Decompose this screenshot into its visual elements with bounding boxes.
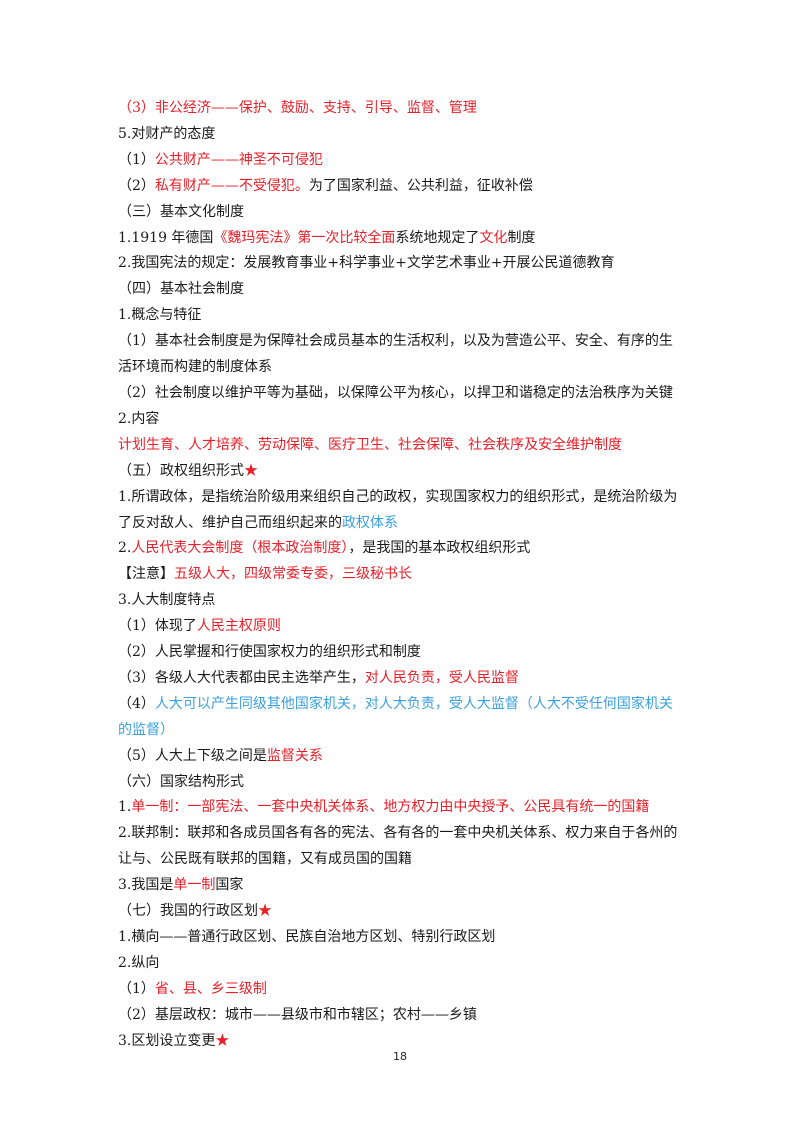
text-segment: 私有财产——不受侵犯。	[154, 177, 309, 194]
star-icon: ★	[215, 1032, 230, 1049]
text-line: （2）人民掌握和行使国家权力的组织形式和制度	[118, 640, 686, 666]
text-segment: 单一制：一部宪法、一套中央机关体系、地方权力由中央授予、公民具有统一的国籍	[131, 799, 650, 816]
text-line: 2.人民代表大会制度（根本政治制度），是我国的基本政权组织形式	[118, 536, 686, 562]
text-segment: 【注意】	[118, 566, 174, 583]
text-line: 5.对财产的态度	[118, 122, 686, 148]
text-segment: 1.	[118, 799, 132, 816]
text-line: 计划生育、人才培养、劳动保障、医疗卫生、社会保障、社会秩序及安全维护制度	[118, 433, 686, 459]
text-segment: （1）	[118, 151, 155, 168]
text-segment: （1）基本社会制度是为保障社会成员基本的生活权利，以及为营造公平、安全、有序的生…	[118, 333, 673, 376]
text-line: （1）省、县、乡三级制	[118, 977, 686, 1003]
text-line: （2）基层政权：城市——县级市和市辖区；农村——乡镇	[118, 1003, 686, 1029]
text-segment: （五）政权组织形式	[118, 462, 244, 479]
text-segment: 5.对财产的态度	[118, 125, 216, 142]
text-segment: 2.联邦制：联邦和各成员国各有各的宪法、各有各的一套中央机关体系、权力来自于各州…	[118, 825, 678, 868]
text-segment: 1.所谓政体，是指统治阶级用来组织自己的政权，实现国家权力的组织形式，是统治阶级…	[118, 488, 678, 531]
text-segment: 1.1919 年德国	[118, 229, 214, 246]
text-segment: （2）	[118, 177, 155, 194]
text-line: （1）基本社会制度是为保障社会成员基本的生活权利，以及为营造公平、安全、有序的生…	[118, 329, 686, 381]
text-segment: 3.人大制度特点	[118, 592, 216, 609]
text-line: 3.我国是单一制国家	[118, 873, 686, 899]
text-line: （三）基本文化制度	[118, 200, 686, 226]
text-line: 1.所谓政体，是指统治阶级用来组织自己的政权，实现国家权力的组织形式，是统治阶级…	[118, 485, 686, 537]
text-line: 3.区划设立变更★	[118, 1029, 686, 1055]
text-line: （3）非公经济——保护、鼓励、支持、引导、监督、管理	[118, 96, 686, 122]
text-line: 2.内容	[118, 407, 686, 433]
text-segment: 2.内容	[118, 410, 160, 427]
text-segment: 省、县、乡三级制	[154, 980, 267, 997]
text-segment: 监督关系	[266, 747, 323, 764]
text-line: 1.1919 年德国《魏玛宪法》第一次比较全面系统地规定了文化制度	[118, 226, 686, 252]
text-line: （2）社会制度以维护平等为基础，以保障公平为核心，以捍卫和谐稳定的法治秩序为关键	[118, 381, 686, 407]
text-segment: 公共财产——神圣不可侵犯	[154, 151, 323, 168]
text-segment: 1.概念与特征	[118, 307, 202, 324]
text-line: （七）我国的行政区划★	[118, 899, 686, 925]
text-segment: 单一制	[173, 877, 216, 894]
text-segment: （2）社会制度以维护平等为基础，以保障公平为核心，以捍卫和谐稳定的法治秩序为关键	[118, 384, 673, 401]
text-line: 2.联邦制：联邦和各成员国各有各的宪法、各有各的一套中央机关体系、权力来自于各州…	[118, 821, 686, 873]
text-segment: （四）基本社会制度	[118, 281, 244, 298]
text-line: （4）人大可以产生同级其他国家机关，对人大负责，受人大监督（人大不受任何国家机关…	[118, 692, 686, 744]
text-segment: （1）体现了	[118, 618, 197, 635]
text-segment: 2.	[118, 540, 132, 557]
text-segment: （七）我国的行政区划	[118, 903, 258, 920]
text-line: 1.概念与特征	[118, 303, 686, 329]
page-number: 18	[393, 1050, 407, 1063]
text-segment: 计划生育、人才培养、劳动保障、医疗卫生、社会保障、社会秩序及安全维护制度	[118, 436, 622, 453]
text-segment: 制度	[507, 229, 536, 246]
text-segment: 系统地规定了	[395, 229, 480, 246]
text-line: （2）私有财产——不受侵犯。为了国家利益、公共利益，征收补偿	[118, 174, 686, 200]
text-segment: 2.纵向	[118, 954, 160, 971]
text-line: 2.纵向	[118, 951, 686, 977]
text-segment: （5）人大上下级之间是	[118, 747, 267, 764]
text-line: （六）国家结构形式	[118, 770, 686, 796]
text-segment: 人民主权原则	[196, 618, 281, 635]
text-segment: 为了国家利益、公共利益，征收补偿	[308, 177, 533, 194]
text-segment: （4）	[118, 695, 155, 712]
text-line: （四）基本社会制度	[118, 277, 686, 303]
text-segment: （3）各级人大代表都由民主选举产生，	[118, 669, 365, 686]
text-segment: 五级人大，四级常委专委，三级秘书长	[174, 566, 412, 583]
text-segment: 人大可以产生同级其他国家机关，对人大负责，受人大监督（人大不受任何国家机关的监督…	[118, 695, 673, 738]
text-line: 【注意】五级人大，四级常委专委，三级秘书长	[118, 562, 686, 588]
text-line: （1）公共财产——神圣不可侵犯	[118, 148, 686, 174]
text-segment: （六）国家结构形式	[118, 773, 244, 790]
star-icon: ★	[244, 462, 258, 479]
text-segment: （三）基本文化制度	[118, 203, 244, 220]
text-segment: 《魏玛宪法》第一次比较全面	[213, 229, 396, 246]
text-segment: 政权体系	[342, 514, 398, 531]
text-segment: 对人民负责，受人民监督	[364, 669, 519, 686]
text-line: （5）人大上下级之间是监督关系	[118, 744, 686, 770]
text-line: 1.横向——普通行政区划、民族自治地方区划、特别行政区划	[118, 925, 686, 951]
text-segment: （3）非公经济——保护、鼓励、支持、引导、监督、管理	[118, 100, 477, 116]
text-segment: （2）人民掌握和行使国家权力的组织形式和制度	[118, 644, 421, 661]
text-segment: 文化	[479, 229, 508, 246]
star-icon: ★	[258, 903, 272, 920]
text-line: 3.人大制度特点	[118, 588, 686, 614]
text-line: （五）政权组织形式★	[118, 459, 686, 485]
text-segment: 3.我国是	[118, 877, 174, 894]
text-line: 2.我国宪法的规定：发展教育事业+科学事业+文学艺术事业+开展公民道德教育	[118, 251, 686, 277]
text-segment: 1.横向——普通行政区划、民族自治地方区划、特别行政区划	[118, 929, 496, 945]
text-line: 1.单一制：一部宪法、一套中央机关体系、地方权力由中央授予、公民具有统一的国籍	[118, 795, 686, 821]
text-segment: 国家	[215, 877, 244, 894]
text-segment: 3.区划设立变更	[118, 1032, 216, 1049]
text-line: （1）体现了人民主权原则	[118, 614, 686, 640]
text-segment: （1）	[118, 980, 155, 997]
text-segment: 2.我国宪法的规定：发展教育事业+科学事业+文学艺术事业+开展公民道德教育	[118, 255, 615, 272]
text-segment: ，是我国的基本政权组织形式	[348, 540, 531, 557]
text-segment: 人民代表大会制度（根本政治制度）	[131, 540, 349, 557]
text-segment: （2）基层政权：城市——县级市和市辖区；农村——乡镇	[118, 1006, 477, 1023]
text-line: （3）各级人大代表都由民主选举产生，对人民负责，受人民监督	[118, 666, 686, 692]
